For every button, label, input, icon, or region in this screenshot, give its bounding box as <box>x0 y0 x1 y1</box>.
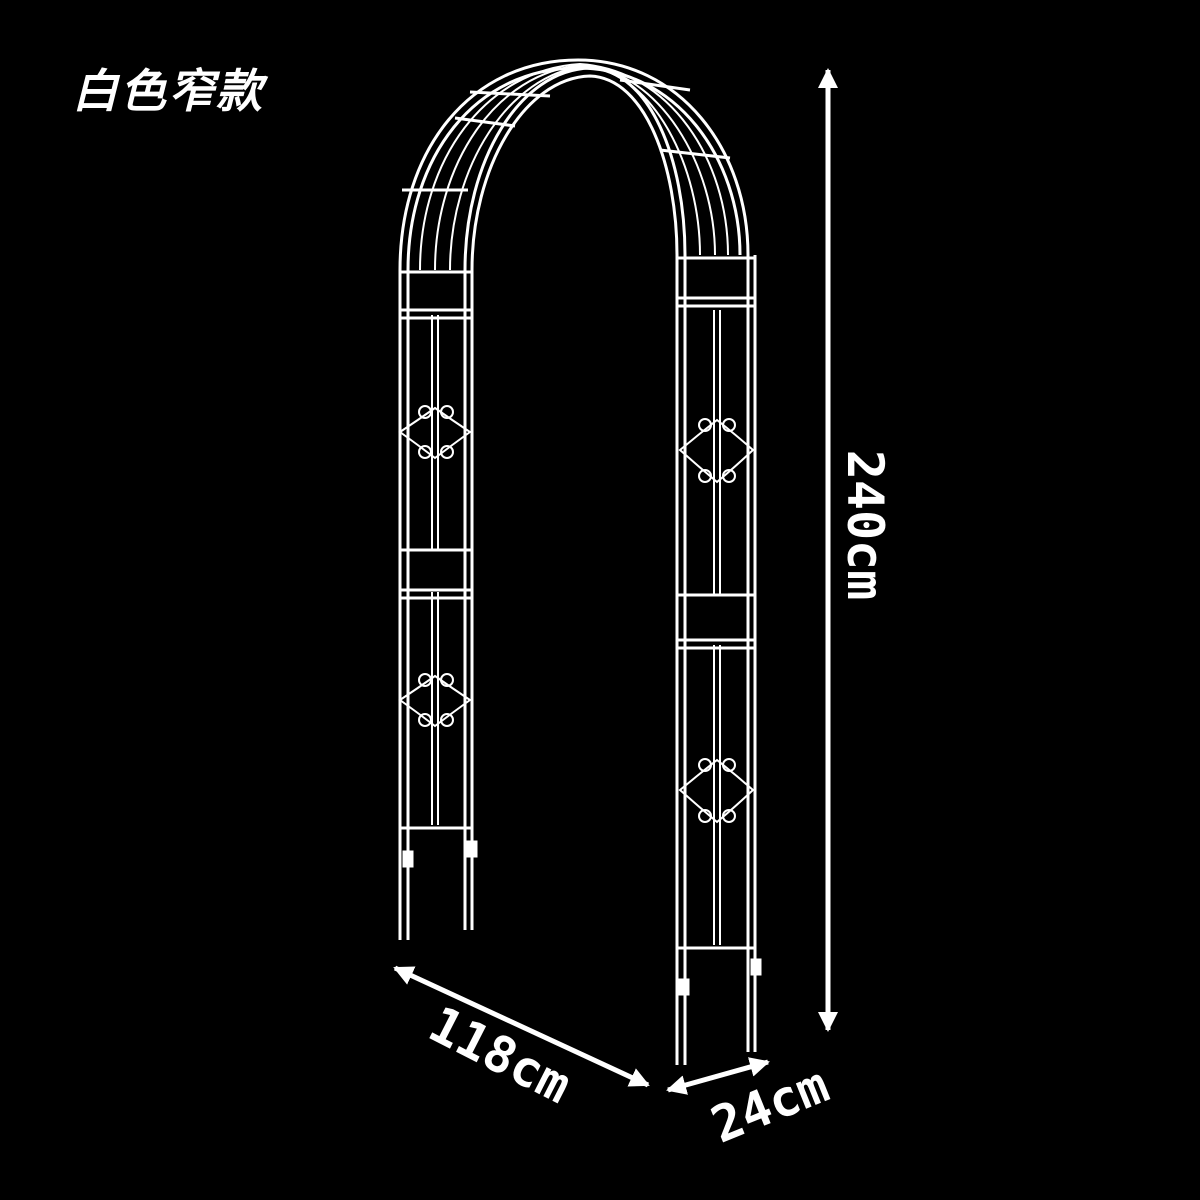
depth-dimension-arrow <box>666 1057 770 1095</box>
product-variant-title: 白色窄款 <box>72 64 264 118</box>
scroll-ornament-left-lower <box>398 673 472 728</box>
scroll-ornament-right-lower <box>678 758 755 824</box>
scroll-ornament-right-upper <box>678 418 755 484</box>
height-dimension-label: 240cm <box>836 449 894 601</box>
width-dimension-arrow <box>393 965 650 1088</box>
arch-frame <box>398 58 762 1065</box>
scroll-ornament-left-upper <box>398 405 472 460</box>
